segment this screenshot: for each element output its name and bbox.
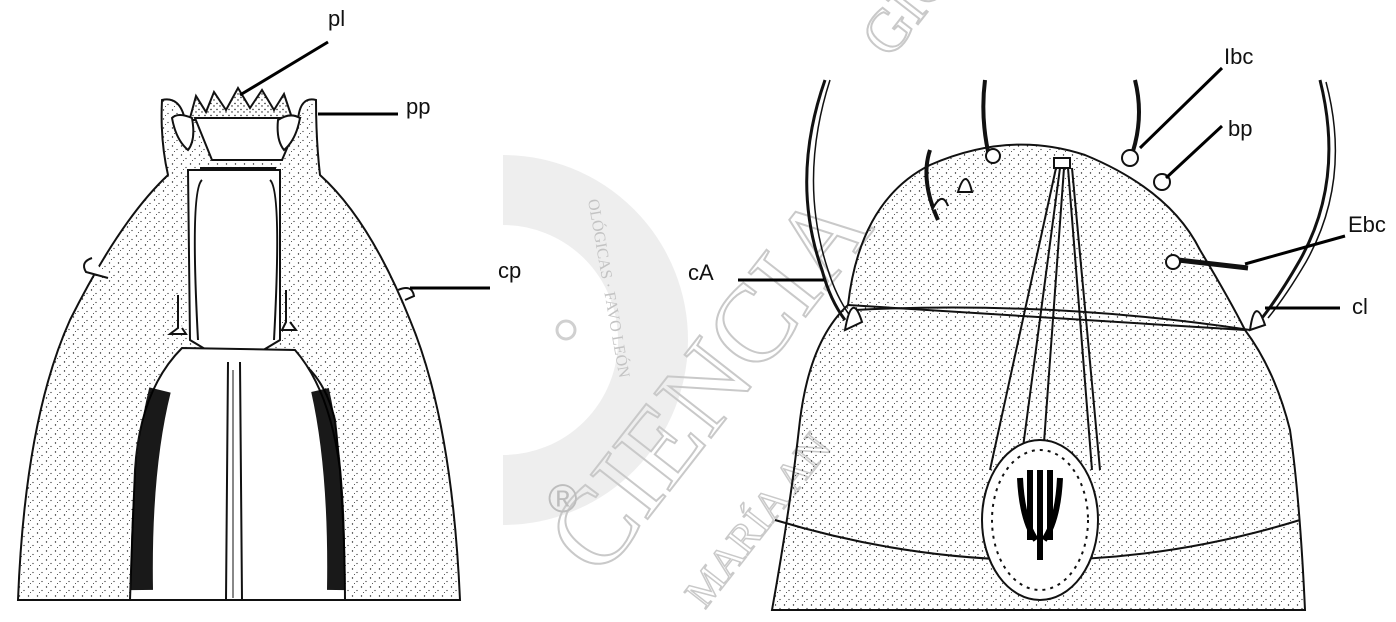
label-ebc: Ebc bbox=[1348, 214, 1386, 236]
pharynx bbox=[188, 170, 280, 352]
label-cp: cp bbox=[498, 260, 521, 282]
bristle-right-long bbox=[1262, 80, 1329, 318]
label-pp: pp bbox=[406, 96, 430, 118]
label-ca: cA bbox=[688, 262, 714, 284]
bristle-right-long-2 bbox=[1268, 82, 1335, 318]
right-specimen bbox=[772, 80, 1335, 610]
head-dome bbox=[848, 145, 1245, 330]
papilla-4 bbox=[1166, 255, 1180, 269]
label-bp: bp bbox=[1228, 118, 1252, 140]
label-cl: cl bbox=[1352, 296, 1368, 318]
label-lbc: Ibc bbox=[1224, 46, 1253, 68]
papilla-cl-right bbox=[1250, 311, 1265, 330]
stoma bbox=[1054, 158, 1070, 168]
watermark-seal-dot bbox=[557, 321, 575, 339]
papilla-1 bbox=[986, 149, 1000, 163]
label-pl: pl bbox=[328, 8, 345, 30]
lips bbox=[190, 88, 292, 118]
leader-ebc bbox=[1245, 236, 1345, 264]
left-specimen bbox=[18, 88, 460, 600]
registered-mark: ® bbox=[548, 477, 577, 521]
leader-pl bbox=[240, 42, 328, 95]
bristle-inner-3 bbox=[1130, 80, 1139, 160]
watermark-text-3: GIC bbox=[848, 0, 964, 68]
esophagus bbox=[130, 348, 345, 600]
leader-bp bbox=[1166, 126, 1222, 178]
papilla-2 bbox=[1122, 150, 1138, 166]
